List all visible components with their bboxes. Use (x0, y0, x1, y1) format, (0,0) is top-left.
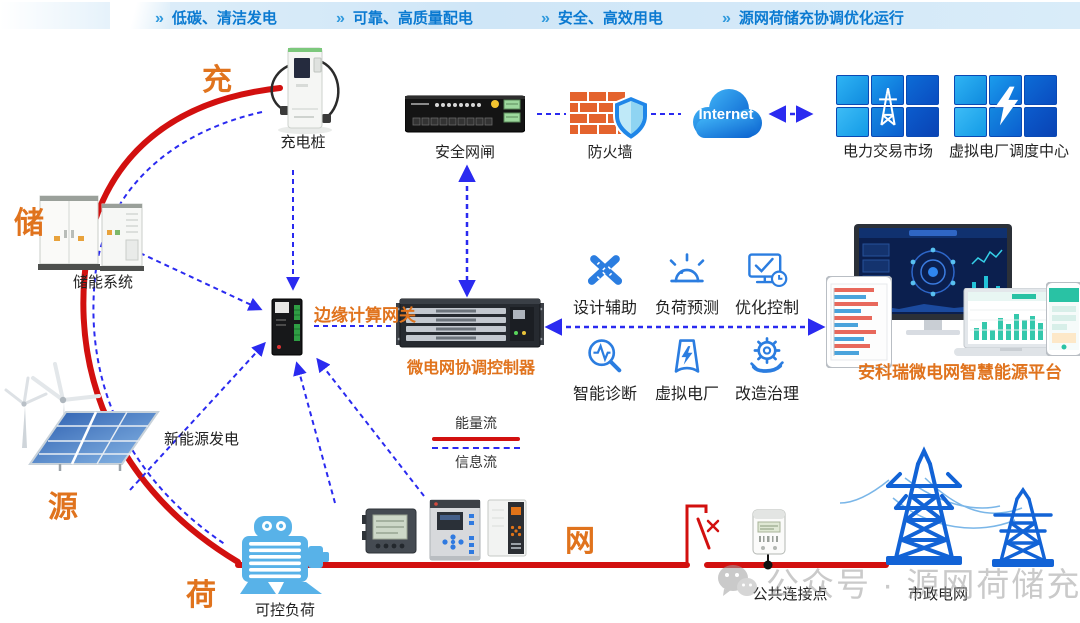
charging-pile-label: 充电桩 (280, 134, 326, 151)
new-energy-image (4, 362, 160, 471)
firewall-icon (570, 92, 649, 142)
vpp-center-screens (954, 75, 1057, 137)
storage-system-image (38, 195, 144, 271)
firewall-label: 防火墙 (587, 144, 633, 161)
gear-wrench-icon (750, 337, 784, 373)
legend-energy-line (432, 437, 520, 441)
controller-label: 微电网协调控制器 (406, 360, 535, 377)
security-gateway-label: 安全网闸 (434, 144, 495, 161)
internet-cloud: Internet (684, 86, 768, 142)
edge-gateway-image (271, 298, 303, 356)
legend-energy-label: 能量流 (455, 415, 497, 431)
transmission-tower-large (886, 446, 962, 565)
function-optimal-control: 优化控制 (726, 250, 808, 318)
laptop-chart (954, 288, 1068, 356)
function-label: 优化控制 (734, 300, 799, 317)
chevron-icon: » (722, 10, 731, 27)
controllable-load-icon (240, 516, 329, 594)
function-label: 设计辅助 (572, 300, 637, 317)
platform-label: 安科瑞微电网智慧能源平台 (858, 363, 1062, 382)
screen-tile (836, 107, 869, 137)
banner-item: » 源网荷储充协调优化运行 (722, 7, 904, 28)
monitor-check-icon (748, 253, 788, 288)
legend-info-line (432, 447, 520, 449)
banner-item: » 低碳、清洁发电 (155, 7, 277, 28)
new-energy-label: 新能源发电 (164, 431, 240, 448)
function-virtual-power-plant: 虚拟电厂 (646, 336, 728, 404)
platform-devices (826, 224, 1080, 369)
power-meter-image (362, 508, 417, 554)
tablet-chart (826, 276, 892, 368)
banner-label: 可靠、高质量配电 (352, 10, 473, 27)
screen-tile (1024, 107, 1057, 137)
chevron-icon: » (155, 10, 164, 27)
charging-pile-image (270, 47, 340, 134)
internet-label: Internet (698, 106, 754, 123)
ring-label-charge: 充 (202, 64, 232, 97)
security-gateway-image (405, 95, 525, 133)
top-banner: » 低碳、清洁发电 » 可靠、高质量配电 » 安全、高效用电 » 源网荷储充协调优化运行 (0, 2, 1080, 29)
chevron-icon: » (336, 10, 345, 27)
banner-label: 低碳、清洁发电 (171, 10, 277, 27)
pcc-label: 公共连接点 (752, 586, 828, 603)
transmission-tower-icon (878, 88, 897, 126)
banner-item: » 可靠、高质量配电 (336, 7, 473, 28)
function-label: 改造治理 (734, 386, 799, 403)
relay-meter-image (429, 499, 481, 561)
banner-item: » 安全、高效用电 (541, 7, 663, 28)
vpp-center-label: 虚拟电厂调度中心 (948, 143, 1069, 160)
screen-tile (954, 75, 987, 105)
power-plant-icon (674, 339, 700, 373)
pcc-meter-image (752, 509, 786, 555)
chevron-icon: » (541, 10, 550, 27)
legend-info-label: 信息流 (455, 454, 497, 470)
function-smart-diagnosis: 智能诊断 (564, 336, 646, 404)
function-retrofit-governance: 改造治理 (726, 336, 808, 404)
screen-tile (1024, 75, 1057, 105)
banner-label: 源网荷储充协调优化运行 (738, 10, 904, 27)
function-design-assist: 设计辅助 (564, 250, 646, 318)
diagnose-icon (588, 339, 622, 373)
screen-tile (954, 107, 987, 137)
phone-app (1046, 282, 1080, 356)
function-load-forecast: 负荷预测 (646, 250, 728, 318)
ring-label-storage: 储 (14, 207, 44, 240)
screen-tile (906, 107, 939, 137)
function-label: 智能诊断 (572, 386, 637, 403)
screen-tile (836, 75, 869, 105)
ring-label-grid: 网 (565, 525, 595, 558)
banner-label: 安全、高效用电 (557, 10, 663, 27)
controllable-load-label: 可控负荷 (254, 602, 315, 619)
screen-tile (906, 75, 939, 105)
protection-device-image (487, 499, 527, 557)
trading-market-label: 电力交易市场 (842, 143, 933, 160)
trading-market-screens (836, 75, 939, 137)
transmission-tower-small (992, 487, 1054, 567)
storage-system-label: 储能系统 (72, 274, 133, 291)
screen-tile (871, 107, 904, 137)
lightning-icon (994, 86, 1018, 126)
edge-gateway-label: 边缘计算网关 (314, 306, 416, 325)
municipal-grid-label: 市政电网 (907, 586, 968, 603)
function-label: 负荷预测 (654, 300, 719, 317)
ruler-cross-icon (587, 255, 623, 285)
controller-image (396, 298, 544, 348)
function-label: 虚拟电厂 (654, 386, 719, 403)
ring-label-source: 源 (48, 491, 78, 524)
ring-label-load: 荷 (186, 579, 216, 612)
alarm-icon (669, 253, 705, 283)
legend: 能量流 信息流 (430, 413, 522, 472)
cloud-icon (693, 89, 762, 138)
